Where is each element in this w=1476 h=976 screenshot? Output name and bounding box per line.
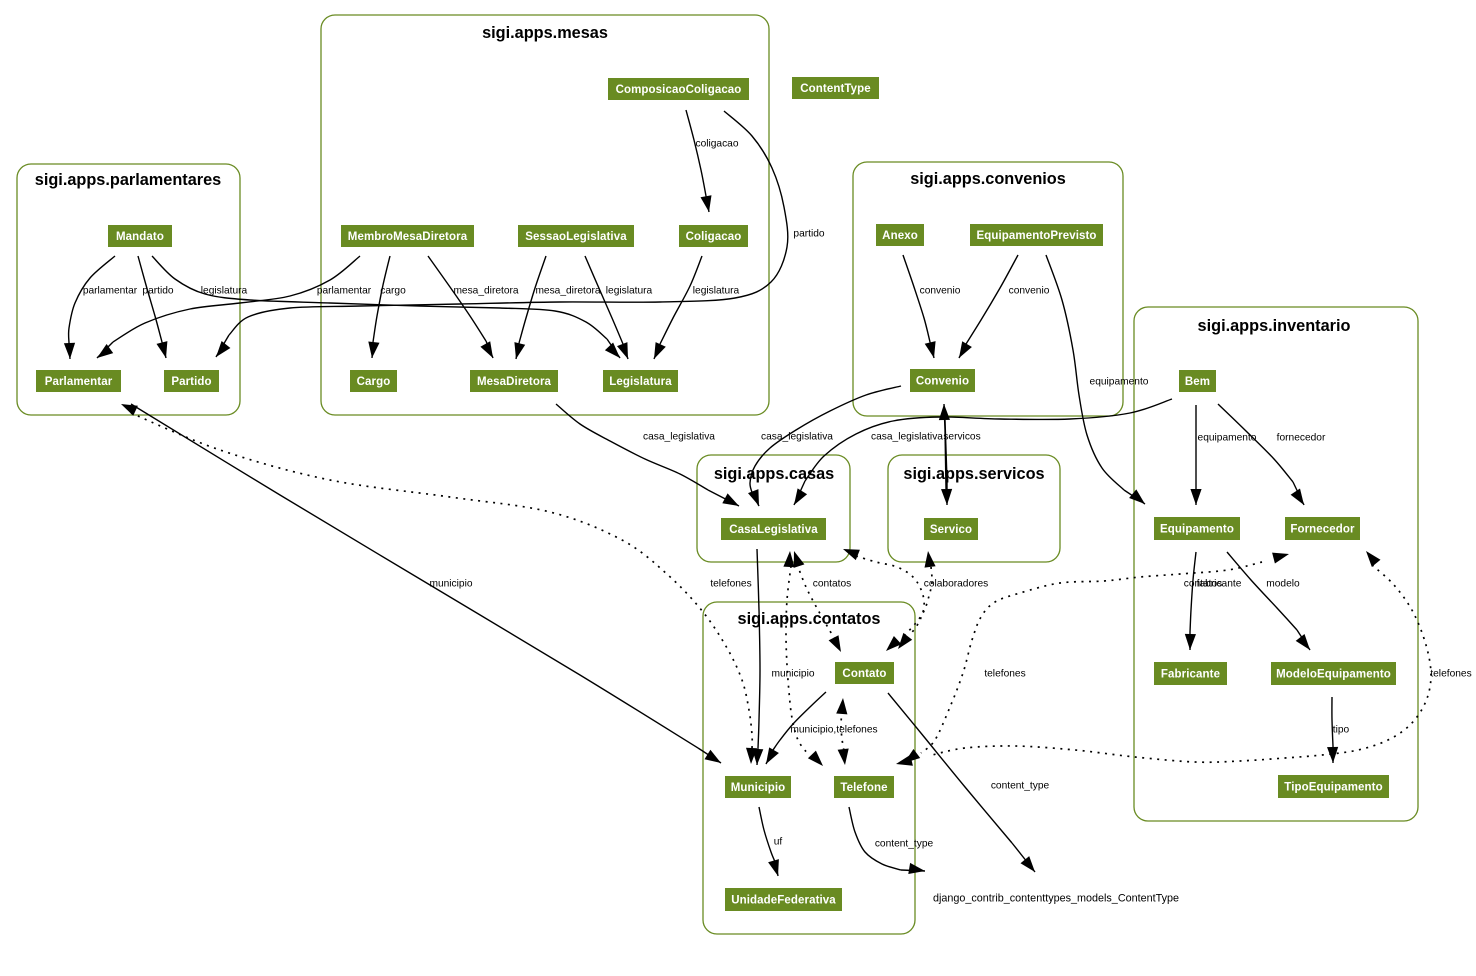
- svg-text:UnidadeFederativa: UnidadeFederativa: [731, 895, 836, 907]
- svg-text:sigi.apps.casas: sigi.apps.casas: [714, 465, 834, 483]
- svg-text:equipamento: equipamento: [1198, 433, 1257, 444]
- svg-text:Parlamentar: Parlamentar: [45, 376, 113, 388]
- svg-text:sigi.apps.convenios: sigi.apps.convenios: [910, 170, 1066, 188]
- svg-text:legislatura: legislatura: [606, 286, 653, 297]
- svg-text:municipio: municipio: [771, 669, 814, 680]
- svg-text:contatos: contatos: [813, 579, 852, 590]
- svg-text:fabricante: fabricante: [1197, 579, 1242, 590]
- svg-text:ComposicaoColigacao: ComposicaoColigacao: [616, 84, 742, 96]
- svg-text:colaboradores: colaboradores: [924, 579, 989, 590]
- svg-text:mesa_diretora: mesa_diretora: [453, 286, 518, 297]
- svg-text:TipoEquipamento: TipoEquipamento: [1284, 782, 1382, 794]
- svg-text:municipio: municipio: [429, 579, 472, 590]
- svg-text:sigi.apps.mesas: sigi.apps.mesas: [482, 24, 608, 42]
- svg-text:modelo: modelo: [1266, 579, 1300, 590]
- svg-text:Fornecedor: Fornecedor: [1290, 524, 1355, 536]
- svg-text:mesa_diretora: mesa_diretora: [535, 286, 600, 297]
- svg-text:telefones: telefones: [710, 579, 751, 590]
- svg-text:Partido: Partido: [171, 376, 211, 388]
- svg-text:sigi.apps.inventario: sigi.apps.inventario: [1198, 317, 1351, 335]
- svg-text:sigi.apps.contatos: sigi.apps.contatos: [738, 610, 881, 628]
- svg-text:casa_legislativa: casa_legislativa: [761, 432, 833, 443]
- svg-text:ModeloEquipamento: ModeloEquipamento: [1276, 669, 1391, 681]
- svg-text:MembroMesaDiretora: MembroMesaDiretora: [348, 231, 468, 243]
- svg-text:legislatura: legislatura: [201, 286, 248, 297]
- svg-text:casa_legislativa: casa_legislativa: [871, 432, 943, 443]
- svg-text:convenio: convenio: [920, 286, 961, 297]
- svg-text:uf: uf: [774, 837, 783, 848]
- svg-text:partido: partido: [793, 229, 824, 240]
- svg-text:SessaoLegislativa: SessaoLegislativa: [525, 231, 627, 243]
- svg-text:parlamentar: parlamentar: [83, 286, 138, 297]
- svg-text:telefones: telefones: [1430, 669, 1471, 680]
- svg-text:servicos: servicos: [943, 432, 980, 443]
- svg-text:Convenio: Convenio: [916, 376, 969, 388]
- svg-text:parlamentar: parlamentar: [317, 286, 372, 297]
- svg-text:telefones: telefones: [984, 669, 1025, 680]
- svg-text:Municipio: Municipio: [731, 782, 786, 794]
- svg-text:municipio,telefones: municipio,telefones: [790, 725, 877, 736]
- svg-text:Fabricante: Fabricante: [1161, 669, 1220, 681]
- svg-text:tipo: tipo: [1333, 725, 1350, 736]
- svg-text:equipamento: equipamento: [1090, 377, 1149, 388]
- svg-text:sigi.apps.parlamentares: sigi.apps.parlamentares: [35, 171, 221, 189]
- svg-text:Servico: Servico: [930, 524, 972, 536]
- svg-text:Contato: Contato: [842, 668, 886, 680]
- svg-text:Mandato: Mandato: [116, 231, 164, 243]
- svg-text:Telefone: Telefone: [840, 782, 887, 794]
- svg-text:fornecedor: fornecedor: [1277, 433, 1326, 444]
- svg-text:cargo: cargo: [380, 286, 406, 297]
- svg-text:ContentType: ContentType: [800, 83, 871, 95]
- svg-text:content_type: content_type: [991, 781, 1050, 792]
- svg-text:django_contrib_contenttypes_mo: django_contrib_contenttypes_models_Conte…: [933, 893, 1179, 905]
- svg-text:contatos: contatos: [1184, 579, 1223, 590]
- svg-text:content_type: content_type: [875, 839, 934, 850]
- svg-text:Legislatura: Legislatura: [609, 376, 672, 388]
- svg-text:Equipamento: Equipamento: [1160, 524, 1234, 536]
- svg-text:MesaDiretora: MesaDiretora: [477, 376, 552, 388]
- svg-text:sigi.apps.servicos: sigi.apps.servicos: [903, 465, 1044, 483]
- svg-text:casa_legislativa: casa_legislativa: [643, 432, 715, 443]
- svg-text:EquipamentoPrevisto: EquipamentoPrevisto: [976, 230, 1096, 242]
- svg-text:Cargo: Cargo: [357, 376, 391, 388]
- svg-text:Bem: Bem: [1185, 376, 1210, 388]
- svg-text:CasaLegislativa: CasaLegislativa: [729, 524, 818, 536]
- svg-text:legislatura: legislatura: [693, 286, 740, 297]
- svg-text:partido: partido: [142, 286, 173, 297]
- svg-text:coligacao: coligacao: [695, 139, 738, 150]
- svg-text:Anexo: Anexo: [882, 230, 918, 242]
- svg-text:Coligacao: Coligacao: [686, 231, 742, 243]
- svg-text:convenio: convenio: [1009, 286, 1050, 297]
